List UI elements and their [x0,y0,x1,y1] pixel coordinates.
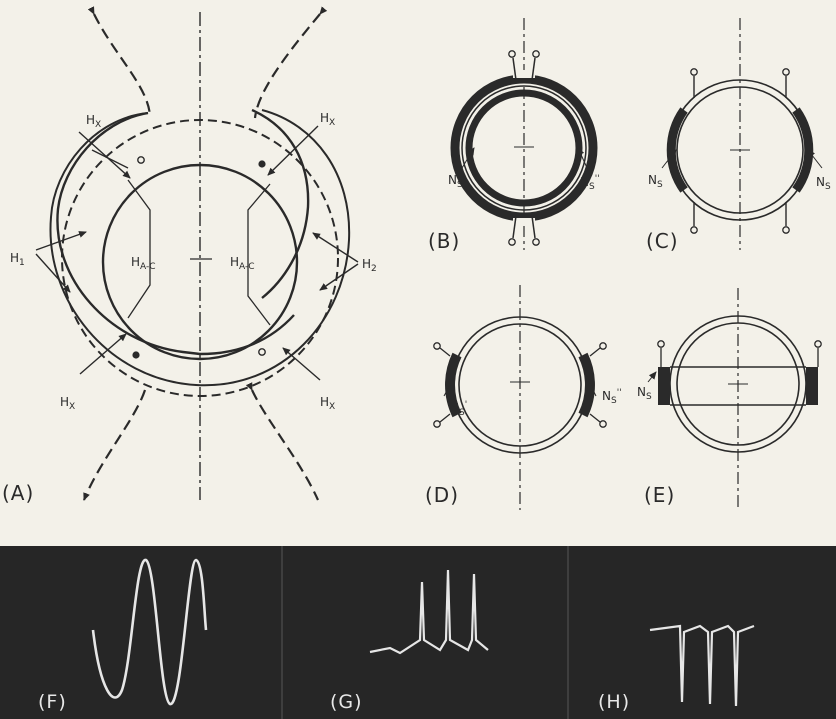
hx-label: HX [320,395,335,412]
scope-dividers [281,546,569,719]
hx-label: HX [86,113,101,130]
ns-label: NS [648,173,663,190]
flux-line-top-left [87,6,152,117]
dashed-flux-ring [61,119,339,397]
ns-label: NS' [448,172,465,190]
hac-leader-left [127,179,151,319]
ns-label: NS [637,385,652,402]
panel-label-h: (H) [598,691,630,713]
panel-b [450,18,598,250]
trace-h [649,624,755,707]
ns-label: NS' [450,400,467,418]
terminal-filled [258,160,266,168]
hx-label: HX [60,395,75,412]
terminal-open [137,156,145,164]
flux-line-bottom-left [82,389,147,501]
h2-label: H2 [362,257,377,274]
inner-ring-left [56,111,295,356]
ns-label: NS'' [602,388,622,406]
panel-label-a: (A) [2,481,34,505]
panel-c [661,18,823,250]
ns-label: NS'' [580,174,600,192]
inner-ring-right [251,108,310,299]
trace-f [91,558,208,706]
panel-label-e: (E) [644,483,675,507]
terminal-open [258,348,266,356]
hx-label: HX [320,111,335,128]
ns-label: NS [816,175,831,192]
panel-label-f: (F) [38,691,67,713]
terminal-filled [132,351,140,359]
panel-label-c: (C) [646,229,679,253]
panel-e [647,288,822,510]
panel-a [35,6,359,501]
trace-g [369,569,489,655]
core-ring [101,163,299,361]
flux-line-top-right [253,6,328,119]
winding-outer [450,74,598,222]
panel-label-b: (B) [428,229,460,253]
panel-label-g: (G) [330,691,363,713]
panel-label-d: (D) [425,483,459,507]
panel-d [433,285,607,510]
hac-leader-right [247,183,271,326]
hac-label: HA-C [230,255,255,272]
h1-label: H1 [10,251,25,268]
flux-line-bottom-right [245,382,320,501]
outer-ring [49,109,351,387]
hac-label: HA-C [131,255,156,272]
